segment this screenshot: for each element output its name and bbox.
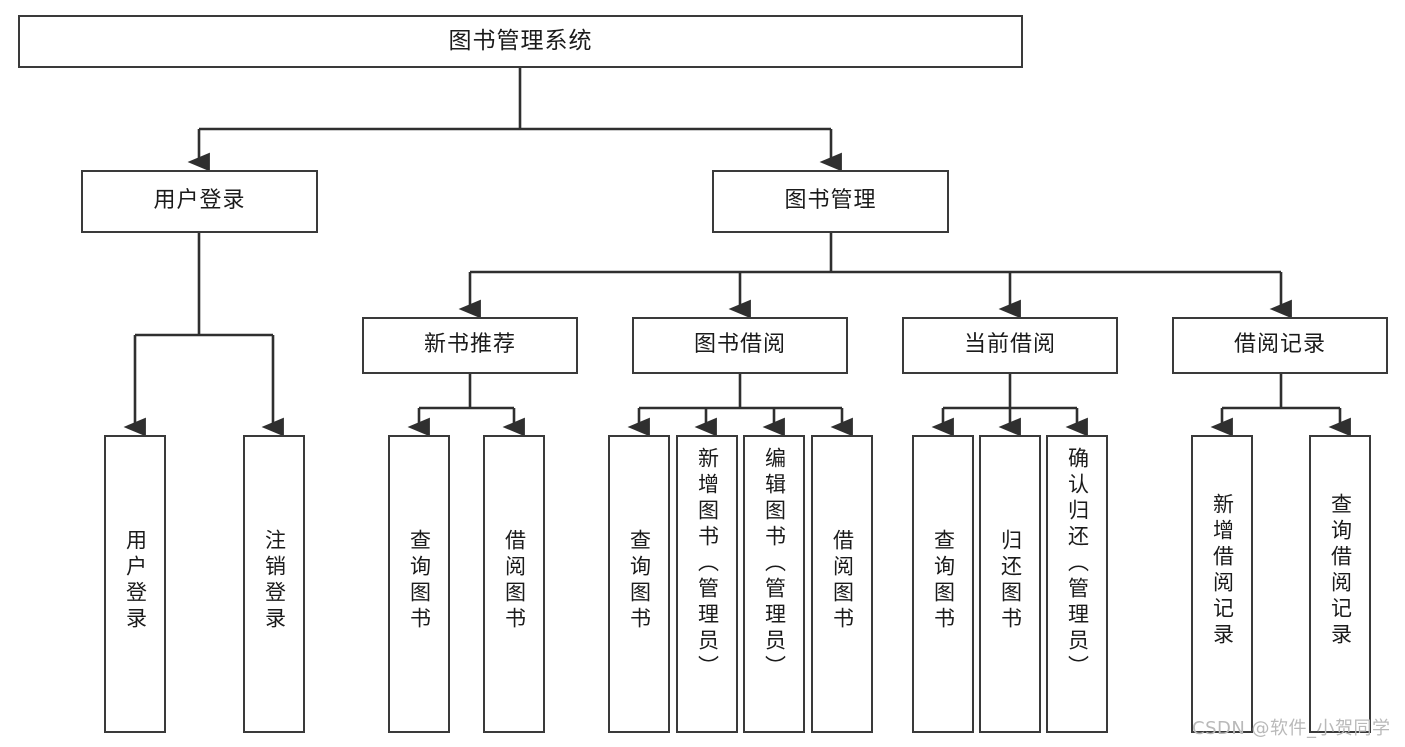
leaf-query-book-borrow[interactable]: 查询图书 — [608, 435, 670, 733]
node-label: 借阅记录 — [1233, 332, 1326, 358]
leaf-label: 查询图书 — [931, 529, 956, 633]
leaf-query-book-current[interactable]: 查询图书 — [912, 435, 974, 733]
csdn-watermark: CSDN @软件_小贺同学 — [1192, 718, 1391, 739]
leaf-label: 查询图书 — [407, 529, 432, 633]
leaf-label: 归还图书 — [998, 529, 1023, 633]
leaf-label: 借阅图书 — [502, 529, 527, 633]
leaf-label: 确认归还（管理员） — [1065, 447, 1090, 681]
node-user-login[interactable]: 用户登录 — [81, 170, 318, 233]
node-label: 用户登录 — [153, 188, 246, 214]
leaf-label: 查询借阅记录 — [1328, 493, 1353, 649]
leaf-label: 用户登录 — [123, 529, 148, 633]
node-new-book-recommend[interactable]: 新书推荐 — [362, 317, 578, 374]
leaf-add-borrow-record[interactable]: 新增借阅记录 — [1191, 435, 1253, 733]
leaf-user-login[interactable]: 用户登录 — [104, 435, 166, 733]
node-label: 图书管理系统 — [448, 27, 593, 54]
node-label: 当前借阅 — [963, 332, 1056, 358]
leaf-return-book[interactable]: 归还图书 — [979, 435, 1041, 733]
leaf-query-book-newbook[interactable]: 查询图书 — [388, 435, 450, 733]
leaf-query-borrow-record[interactable]: 查询借阅记录 — [1309, 435, 1371, 733]
node-label: 新书推荐 — [423, 332, 516, 358]
leaf-confirm-return-admin[interactable]: 确认归还（管理员） — [1046, 435, 1108, 733]
node-root-system[interactable]: 图书管理系统 — [18, 15, 1023, 68]
node-book-borrow[interactable]: 图书借阅 — [632, 317, 848, 374]
leaf-label: 编辑图书（管理员） — [762, 447, 787, 681]
leaf-edit-book-admin[interactable]: 编辑图书（管理员） — [743, 435, 805, 733]
node-current-borrow[interactable]: 当前借阅 — [902, 317, 1118, 374]
leaf-borrow-book-newbook[interactable]: 借阅图书 — [483, 435, 545, 733]
leaf-label: 新增图书（管理员） — [695, 447, 720, 681]
node-book-management[interactable]: 图书管理 — [712, 170, 949, 233]
node-borrow-record[interactable]: 借阅记录 — [1172, 317, 1388, 374]
node-label: 图书管理 — [784, 188, 877, 214]
leaf-label: 新增借阅记录 — [1210, 493, 1235, 649]
leaf-add-book-admin[interactable]: 新增图书（管理员） — [676, 435, 738, 733]
leaf-label: 注销登录 — [262, 529, 287, 633]
leaf-borrow-book[interactable]: 借阅图书 — [811, 435, 873, 733]
node-label: 图书借阅 — [693, 332, 786, 358]
leaf-label: 查询图书 — [627, 529, 652, 633]
leaf-logout[interactable]: 注销登录 — [243, 435, 305, 733]
leaf-label: 借阅图书 — [830, 529, 855, 633]
